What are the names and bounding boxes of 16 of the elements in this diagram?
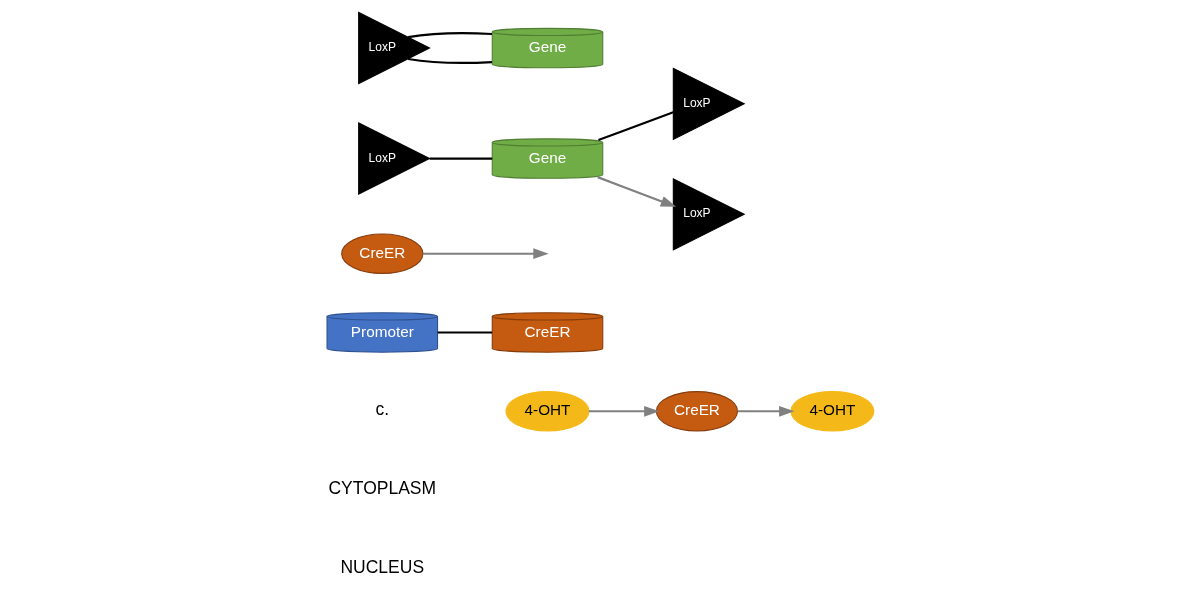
- arrow: [596, 176, 676, 207]
- label: CYTOPLASM: [327, 478, 436, 499]
- arrow: [422, 248, 549, 260]
- node-ellipse: CreER: [340, 233, 423, 274]
- connector: [407, 57, 492, 64]
- label: c.: [374, 399, 389, 420]
- node-ellipse: 4-OHT: [789, 391, 874, 432]
- node-ellipse: CreER: [655, 391, 738, 432]
- connector: [407, 32, 492, 39]
- node-ellipse: 4-OHT: [505, 391, 589, 432]
- connector: [437, 331, 492, 334]
- connector: [429, 157, 492, 160]
- connector: [597, 111, 674, 142]
- label: NUCLEUS: [339, 556, 424, 577]
- arrow: [737, 405, 794, 417]
- arrow: [588, 405, 659, 417]
